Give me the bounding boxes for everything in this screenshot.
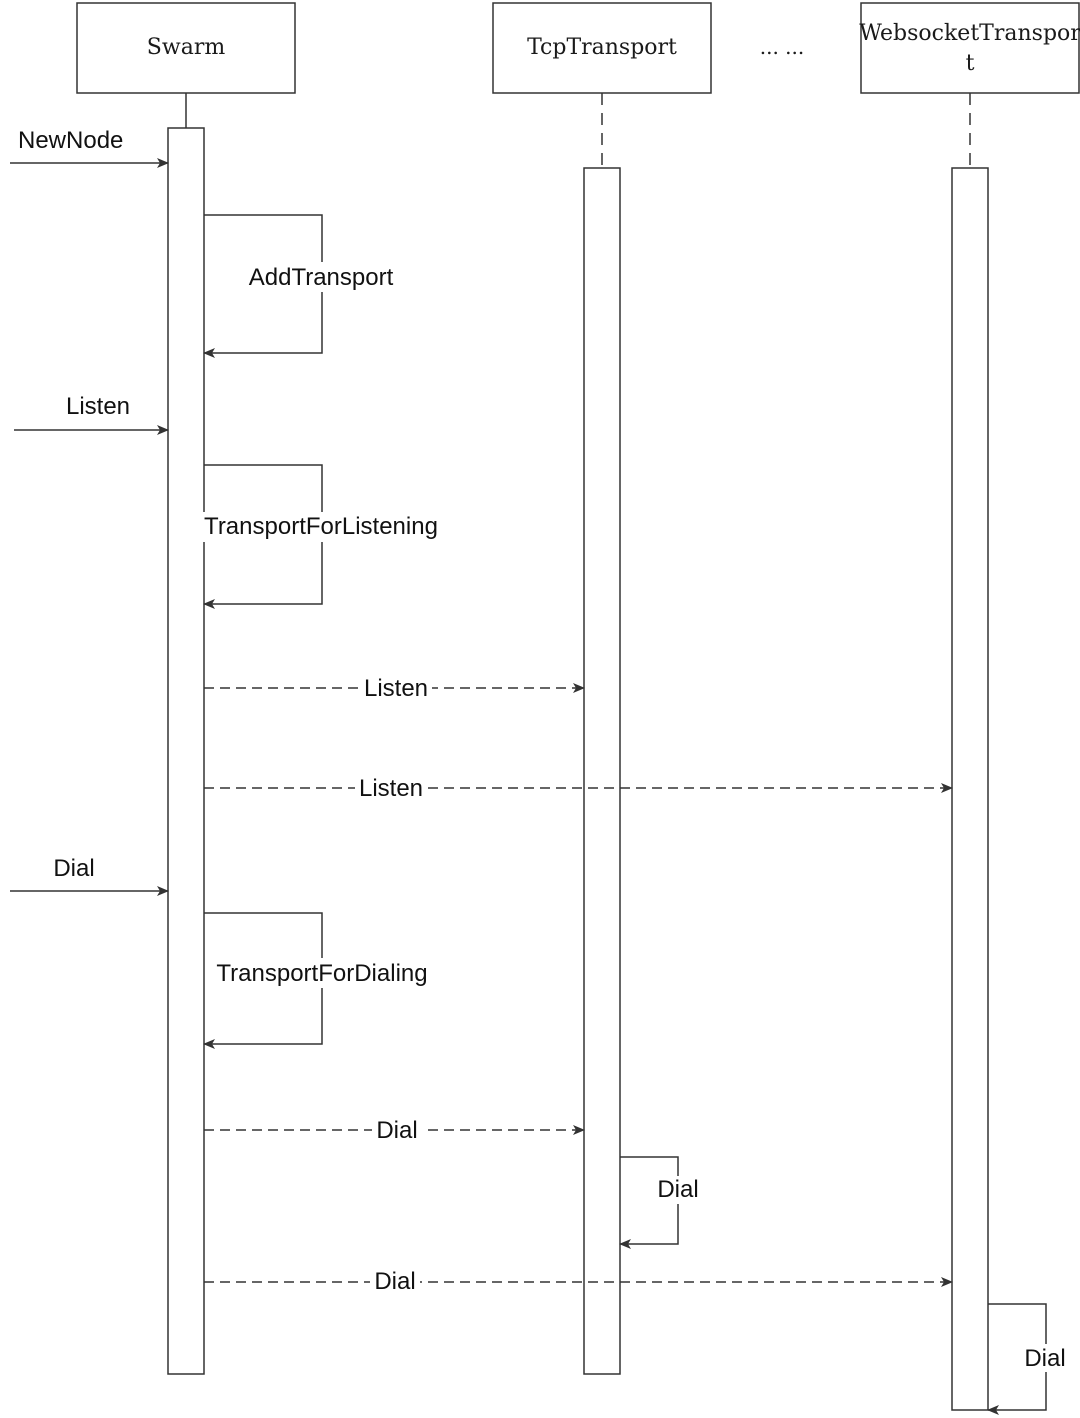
participant-tcp-box (492, 2, 712, 94)
message-dial-tcp-self-label: Dial (657, 1176, 698, 1203)
participant-ws-label-line1: WebsocketTranspor (859, 21, 1080, 46)
message-dial-ws-self: Dial (987, 1303, 1070, 1415)
message-dial-ws-label: Dial (374, 1268, 415, 1295)
participant-swarm: Swarm (76, 2, 296, 94)
participant-tcp: TcpTransport (492, 2, 712, 94)
message-dial-ws: Dial (204, 1268, 953, 1296)
message-addtransport-label-bg (244, 262, 400, 292)
message-transportforlistening-label-bg (198, 512, 446, 542)
message-transportfordialing-label: TransportForDialing (216, 960, 427, 987)
message-dial-ws-self-label-bg (1020, 1344, 1070, 1372)
message-listen-in-label: Listen (66, 393, 130, 420)
participant-tcp-label: TcpTransport (527, 35, 677, 60)
message-transportforlistening-label: TransportForListening (204, 513, 438, 540)
message-dial-tcp-label: Dial (376, 1117, 417, 1144)
message-listen-tcp-label: Listen (364, 675, 428, 702)
message-transportfordialing: TransportForDialing (203, 912, 434, 1049)
message-dial-in-label: Dial (53, 855, 94, 882)
message-dial-ws-self-label: Dial (1024, 1345, 1065, 1372)
message-listen-tcp-label-bg (360, 674, 432, 702)
message-addtransport: AddTransport (203, 214, 400, 358)
participants-ellipsis: ... ... (760, 35, 805, 59)
activation-tcp (583, 167, 621, 1375)
message-newnode-label: NewNode (18, 127, 123, 154)
message-listen-ws-label: Listen (359, 775, 423, 802)
participant-swarm-label: Swarm (147, 35, 226, 60)
message-dial-ws-label-bg (370, 1268, 420, 1296)
participant-ws: WebsocketTranspor t (859, 2, 1080, 94)
message-dial-tcp-label-bg (372, 1116, 422, 1144)
message-dial-tcp: Dial (204, 1116, 585, 1144)
participant-ws-label-line2: t (966, 51, 975, 76)
message-dial-in: Dial (10, 855, 169, 896)
activation-ws (951, 167, 989, 1411)
message-listen-in: Listen (14, 393, 169, 435)
participant-swarm-box (76, 2, 296, 94)
message-listen-tcp: Listen (204, 674, 585, 702)
message-dial-tcp-self: Dial (619, 1156, 702, 1249)
message-dial-tcp-self-label-bg (654, 1176, 702, 1204)
activation-swarm (167, 127, 205, 1375)
message-listen-ws-label-bg (355, 774, 427, 802)
participant-ws-box (860, 2, 1080, 94)
message-newnode: NewNode (10, 127, 169, 168)
message-listen-ws: Listen (204, 774, 953, 802)
message-transportforlistening: TransportForListening (198, 464, 446, 609)
message-transportfordialing-label-bg (210, 958, 434, 988)
message-addtransport-label: AddTransport (249, 264, 394, 291)
